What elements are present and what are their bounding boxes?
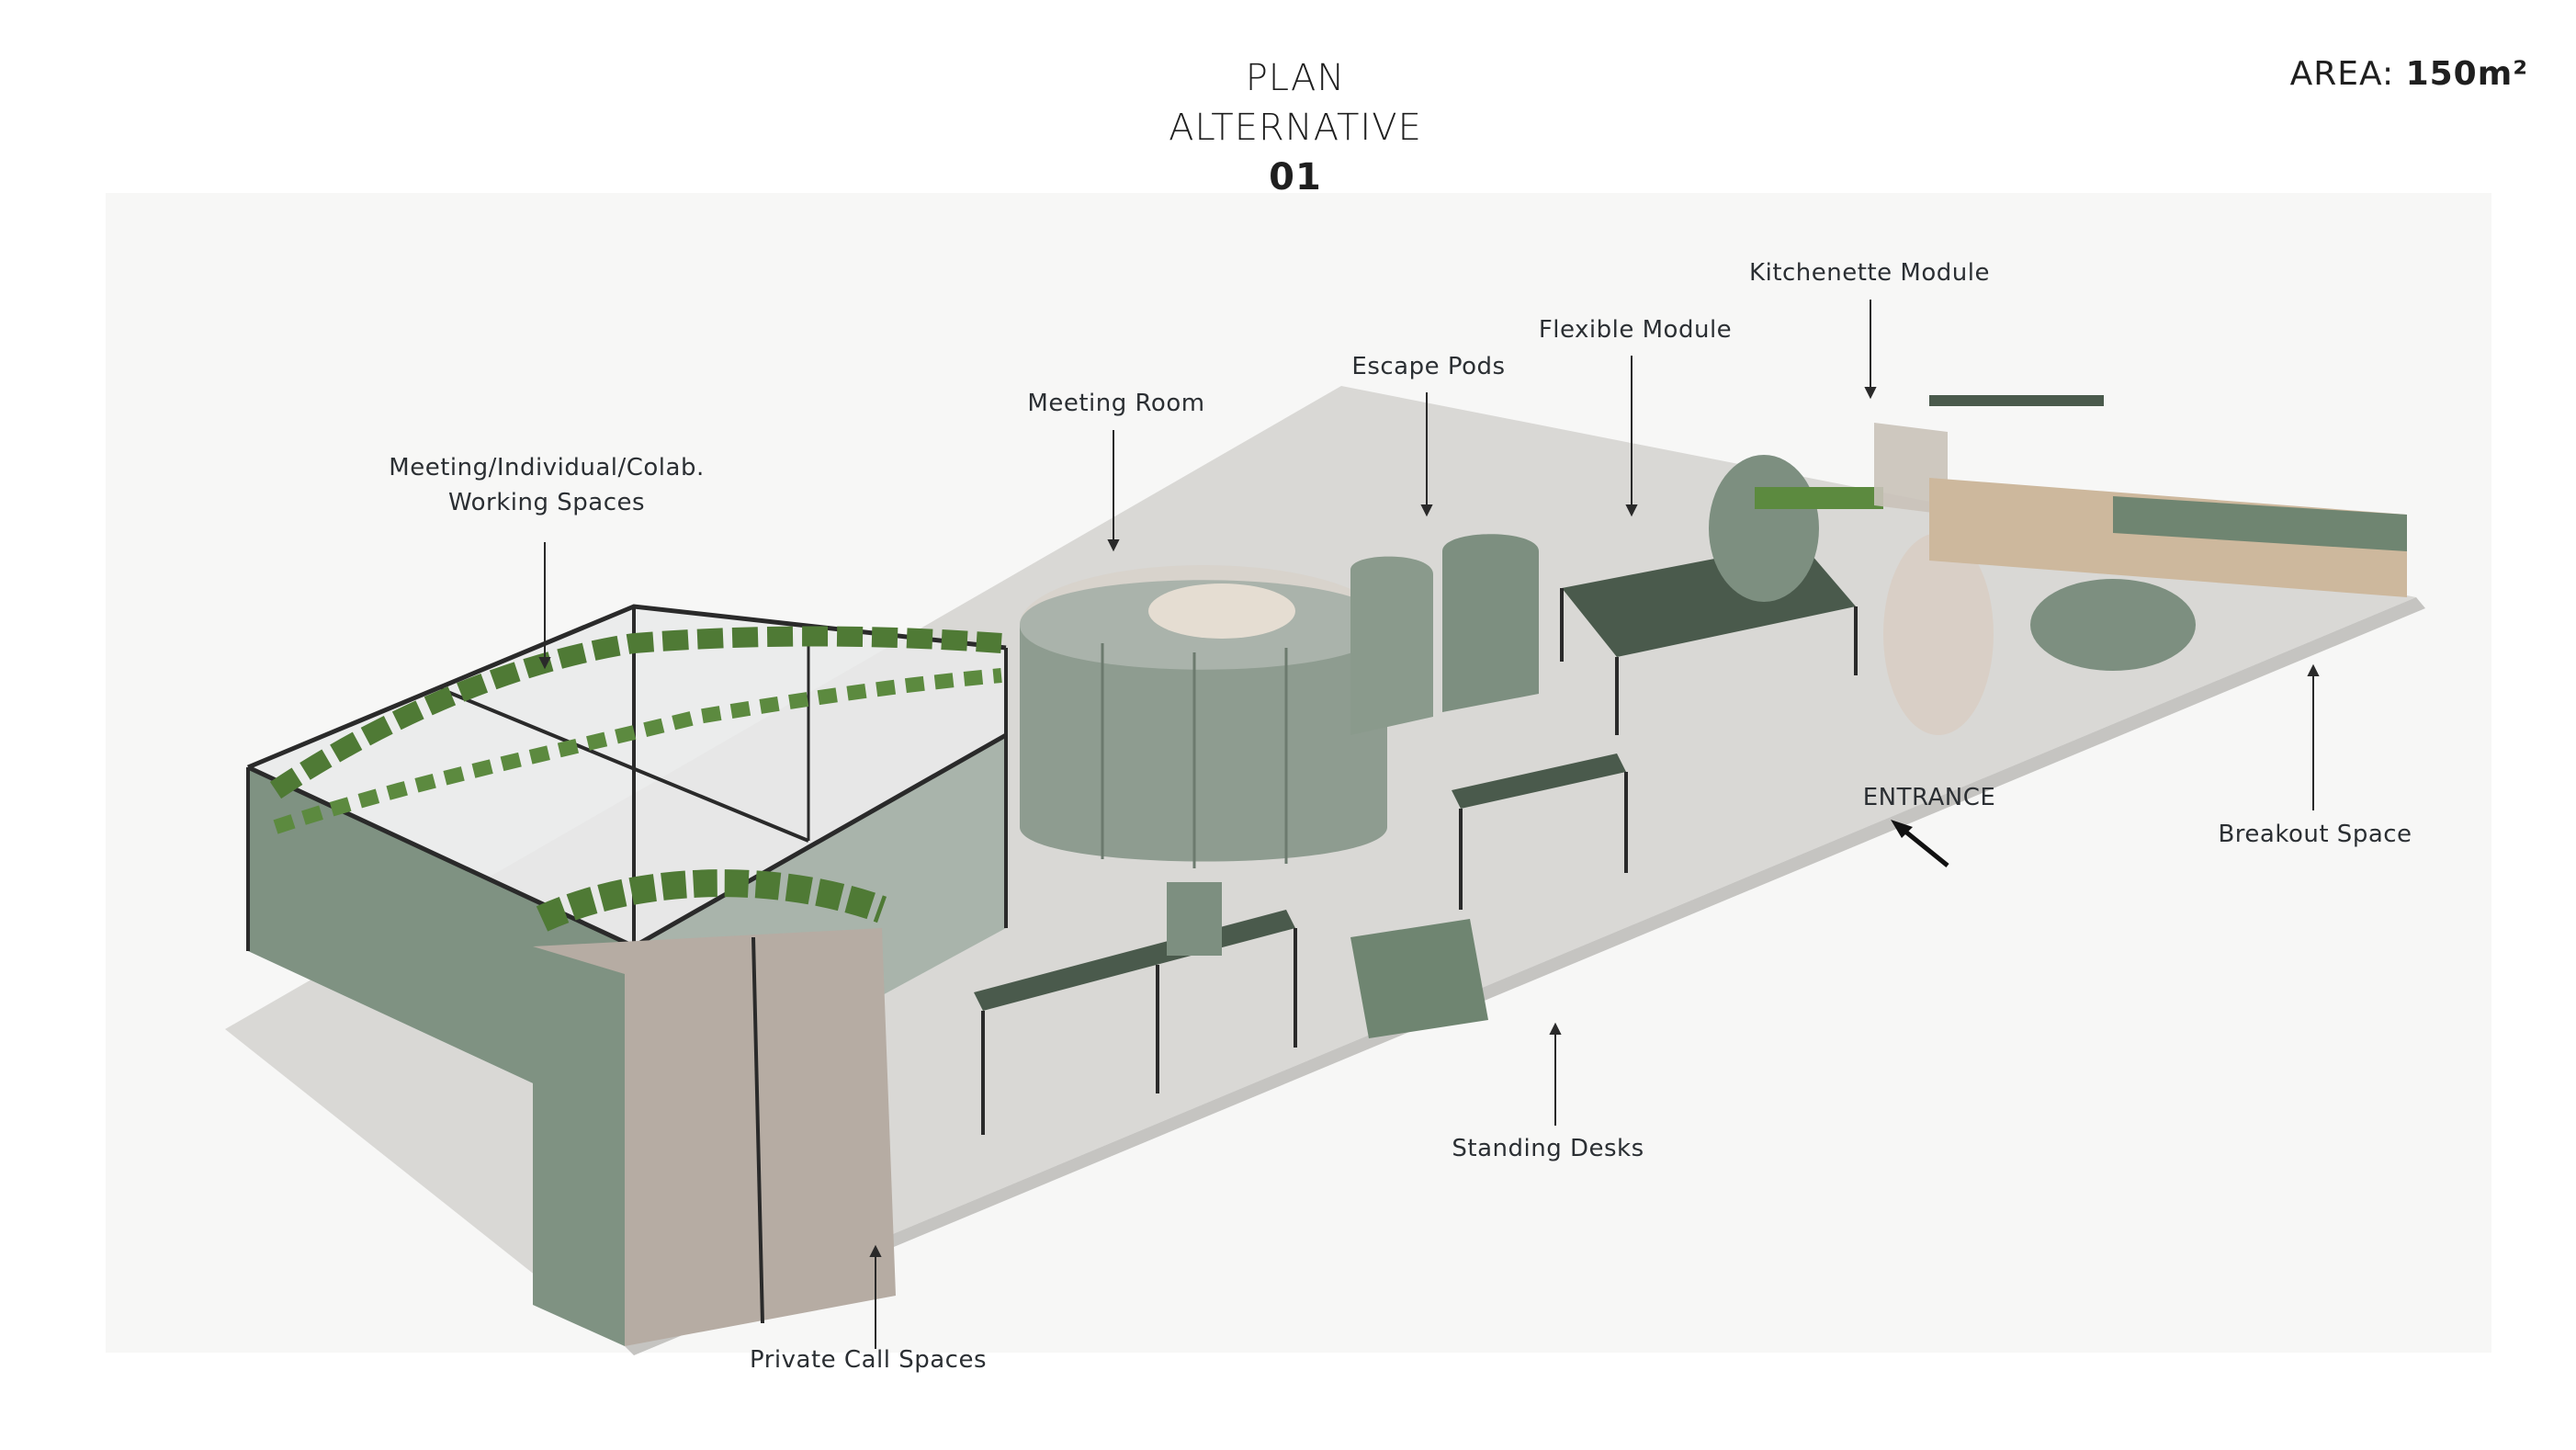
flexible-module — [1560, 455, 1994, 735]
private-call-booth — [533, 869, 896, 1346]
standing-desks-area — [974, 753, 1628, 1135]
kitchenette-and-breakout — [1874, 395, 2407, 671]
label-escape-pods: Escape Pods — [1351, 353, 1506, 380]
label-breakout-space: Breakout Space — [2218, 821, 2412, 848]
title-line-plan: PLAN — [1245, 57, 1346, 99]
title-number: 01 — [1269, 156, 1322, 198]
label-entrance: ENTRANCE — [1862, 784, 1996, 811]
floor-shadow — [625, 597, 2425, 1355]
leader-lines — [538, 300, 2320, 1349]
plan-title: PLAN ALTERNATIVE 01 — [1112, 53, 1479, 202]
area-indicator: AREA: 150m² — [2290, 55, 2528, 93]
label-private-call-spaces: Private Call Spaces — [750, 1346, 987, 1374]
label-meeting-room: Meeting Room — [1027, 390, 1205, 417]
meeting-room — [1020, 565, 1387, 868]
label-working-spaces-line1: Meeting/Individual/Colab. — [389, 454, 705, 481]
label-kitchenette-module: Kitchenette Module — [1749, 259, 1990, 287]
label-working-spaces: Meeting/Individual/Colab. Working Spaces — [354, 450, 740, 520]
label-standing-desks: Standing Desks — [1452, 1135, 1644, 1162]
label-working-spaces-line2: Working Spaces — [447, 489, 646, 516]
label-flexible-module: Flexible Module — [1538, 316, 1733, 344]
title-line-alternative: ALTERNATIVE — [1169, 107, 1422, 149]
escape-pods — [1350, 534, 1539, 735]
entrance-arrow-icon — [1891, 820, 1949, 867]
area-label: AREA: — [2289, 55, 2395, 93]
area-value: 150m² — [2405, 55, 2528, 93]
